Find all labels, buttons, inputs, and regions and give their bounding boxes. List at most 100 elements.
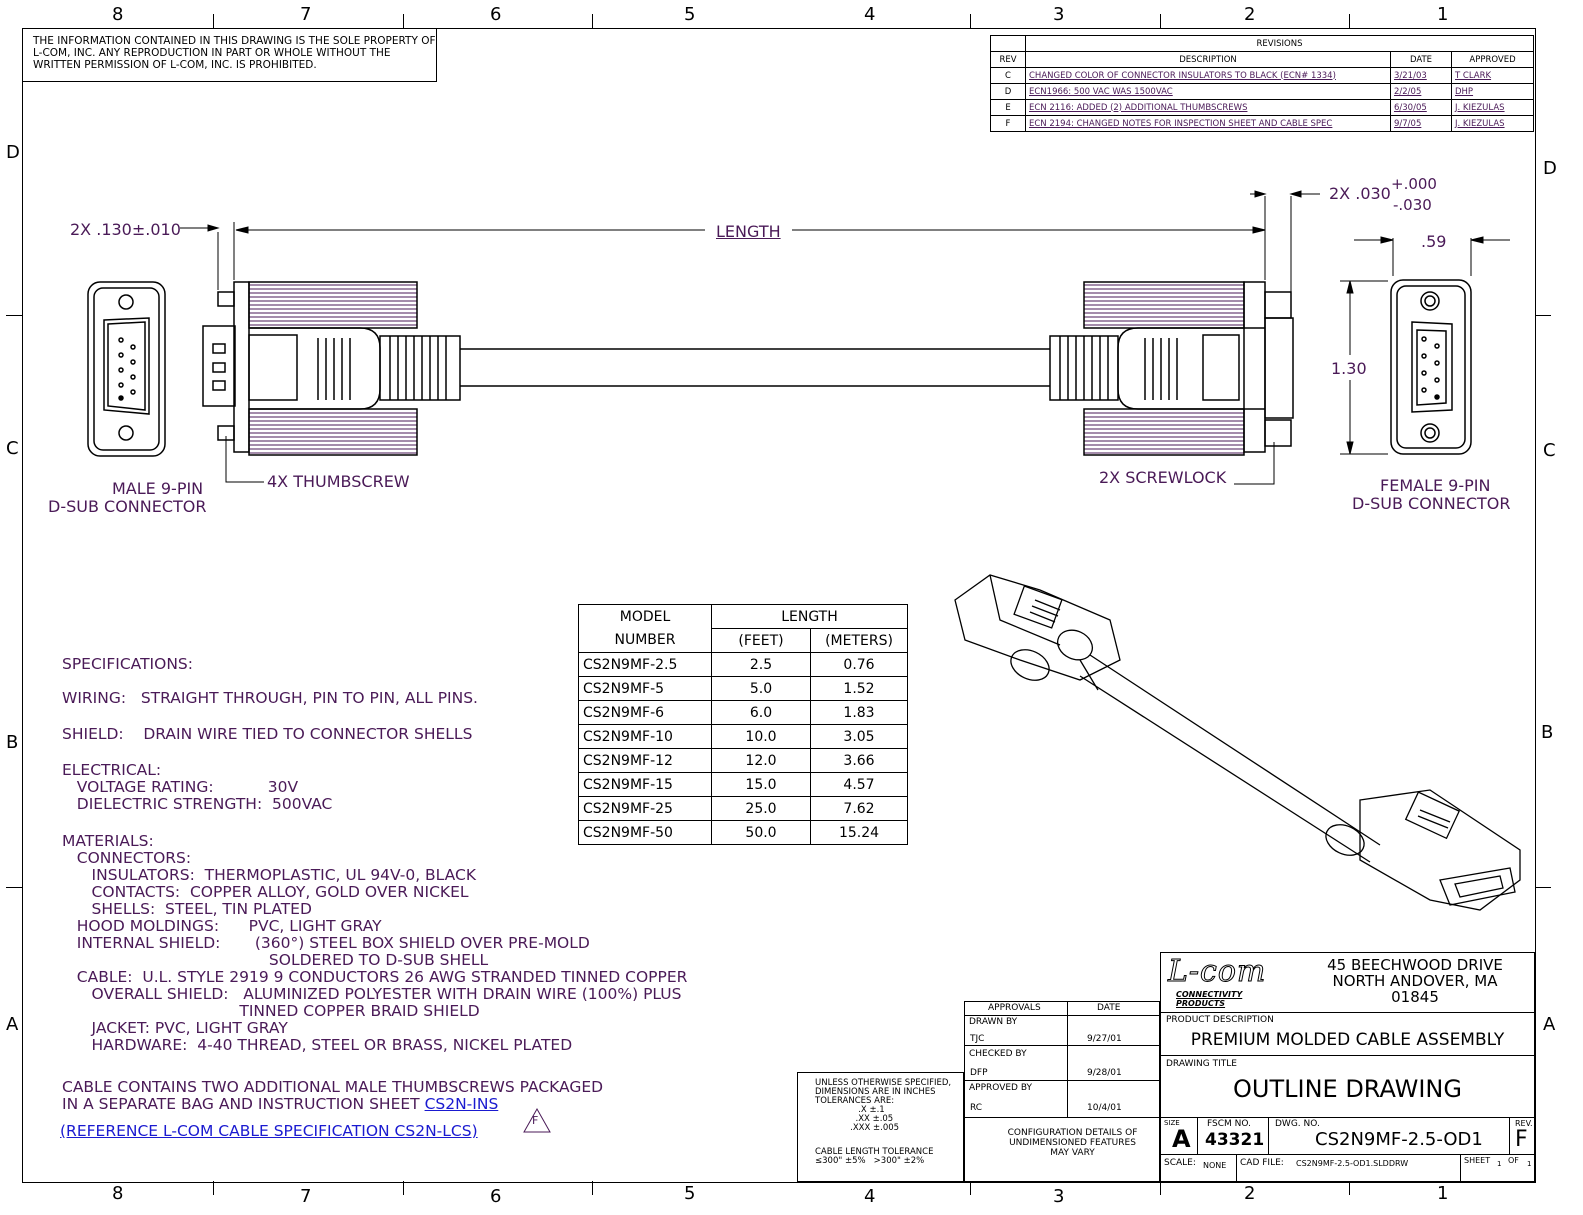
scale-value: NONE bbox=[1203, 1161, 1227, 1170]
tolerance-box bbox=[797, 1072, 964, 1182]
fscm-number: 43321 bbox=[1205, 1130, 1265, 1150]
meters-header: (METERS) bbox=[810, 628, 908, 653]
revision-approver: T CLARK bbox=[1451, 67, 1534, 84]
zone-col-4: 4 bbox=[864, 1186, 876, 1207]
cable-tolerance-note: CABLE LENGTH TOLERANCE ≤300" ±5% >300" ±… bbox=[815, 1147, 934, 1166]
female-connector-front-view bbox=[1390, 279, 1472, 455]
feet-header: (FEET) bbox=[711, 628, 811, 653]
length-feet: 25.0 bbox=[711, 796, 811, 821]
drawing-frame bbox=[22, 28, 1536, 1183]
fscm-label: FSCM NO. bbox=[1207, 1119, 1251, 1129]
zone-row-b: B bbox=[1541, 722, 1554, 743]
revision-flag-icon bbox=[523, 1107, 551, 1133]
zone-col-1: 1 bbox=[1437, 1183, 1449, 1204]
drawing-title-label: DRAWING TITLE bbox=[1166, 1059, 1237, 1069]
spec-electrical: ELECTRICAL: VOLTAGE RATING: 30V DIELECTR… bbox=[62, 761, 333, 813]
dwg-number-label: DWG. NO. bbox=[1275, 1119, 1320, 1129]
revisions-table: REVISIONS REV DESCRIPTION DATE APPROVED … bbox=[990, 35, 1534, 132]
revision-letter: F bbox=[1515, 1127, 1528, 1152]
length-feet: 2.5 bbox=[711, 652, 811, 677]
revision-row: E ECN 2116: ADDED (2) ADDITIONAL THUMBSC… bbox=[990, 99, 1534, 116]
zone-tick bbox=[403, 14, 404, 28]
dim-right-tol-plus: +.000 bbox=[1391, 175, 1437, 193]
proprietary-notice: THE INFORMATION CONTAINED IN THIS DRAWIN… bbox=[23, 29, 437, 82]
zone-col-6: 6 bbox=[490, 4, 502, 25]
zone-tick bbox=[1160, 14, 1161, 28]
approvals-row-line bbox=[964, 1117, 1160, 1118]
drawn-date: 9/27/01 bbox=[1087, 1034, 1122, 1044]
length-feet: 12.0 bbox=[711, 748, 811, 773]
title-block-line bbox=[1160, 1154, 1535, 1155]
female-connector-label: D-SUB CONNECTOR bbox=[1352, 494, 1511, 513]
drawing-number: CS2N9MF-2.5-OD1 bbox=[1315, 1129, 1483, 1150]
sheet-total: 1 bbox=[1527, 1160, 1532, 1168]
title-block-divider bbox=[1236, 1154, 1237, 1182]
company-address: 45 BEECHWOOD DRIVE NORTH ANDOVER, MA 018… bbox=[1327, 956, 1503, 1006]
zone-tick bbox=[1160, 1181, 1161, 1195]
spec-shield: SHIELD: DRAIN WIRE TIED TO CONNECTOR SHE… bbox=[62, 725, 473, 743]
configuration-note: CONFIGURATION DETAILS OF UNDIMENSIONED F… bbox=[1007, 1128, 1138, 1158]
zone-tick bbox=[1349, 1181, 1350, 1195]
dim-left-thickness: 2X .130±.010 bbox=[70, 220, 181, 239]
length-header: LENGTH bbox=[711, 604, 908, 629]
size-label: SIZE bbox=[1164, 1119, 1180, 1127]
zone-col-8: 8 bbox=[112, 4, 124, 25]
of-label: OF bbox=[1508, 1156, 1519, 1165]
zone-row-b: B bbox=[6, 732, 19, 753]
product-description-label: PRODUCT DESCRIPTION bbox=[1166, 1015, 1274, 1025]
model-number: CS2N9MF-25 bbox=[578, 796, 712, 821]
revision-row: C CHANGED COLOR OF CONNECTOR INSULATORS … bbox=[990, 67, 1534, 84]
title-block-divider bbox=[1197, 1117, 1198, 1154]
zone-row-d: D bbox=[1543, 158, 1557, 179]
approvals-box bbox=[964, 1001, 1160, 1182]
sheet-label: SHEET bbox=[1464, 1156, 1491, 1165]
zone-tick bbox=[1535, 887, 1551, 888]
length-meters: 0.76 bbox=[810, 652, 908, 677]
zone-tick bbox=[970, 1181, 971, 1195]
spec-materials: MATERIALS: CONNECTORS: INSULATORS: THERM… bbox=[62, 832, 688, 1054]
date-label: DATE bbox=[1097, 1003, 1121, 1013]
number-header: NUMBER bbox=[578, 628, 712, 653]
zone-row-a: A bbox=[6, 1014, 19, 1035]
drawing-size: A bbox=[1172, 1125, 1191, 1153]
model-number: CS2N9MF-5 bbox=[578, 676, 712, 701]
company-logo: L-com bbox=[1167, 954, 1267, 990]
zone-row-a: A bbox=[1543, 1014, 1556, 1035]
tolerances-note: UNLESS OTHERWISE SPECIFIED, DIMENSIONS A… bbox=[815, 1078, 952, 1133]
instruction-sheet-link[interactable]: CS2N-INS bbox=[424, 1095, 499, 1113]
cable-spec-link[interactable]: (REFERENCE L-COM CABLE SPECIFICATION CS2… bbox=[60, 1122, 478, 1140]
model-number: CS2N9MF-10 bbox=[578, 724, 712, 749]
zone-tick bbox=[970, 14, 971, 28]
drawn-by-label: DRAWN BY bbox=[969, 1017, 1018, 1027]
left-connector-side-view bbox=[202, 281, 461, 456]
screwlock-callout: 2X SCREWLOCK bbox=[1099, 468, 1227, 487]
zone-tick bbox=[1349, 14, 1350, 28]
scale-label: SCALE: bbox=[1164, 1158, 1196, 1168]
title-block-divider bbox=[1509, 1117, 1510, 1154]
revision-approver: J. KIEZULAS bbox=[1451, 115, 1534, 132]
male-connector-label: MALE 9-PIN bbox=[112, 479, 204, 498]
product-description: PREMIUM MOLDED CABLE ASSEMBLY bbox=[1190, 1030, 1505, 1050]
revision-flag-letter: F bbox=[532, 1114, 539, 1127]
zone-col-3: 3 bbox=[1053, 1186, 1065, 1207]
model-number: CS2N9MF-12 bbox=[578, 748, 712, 773]
company-logo-sub: CONNECTIVITY PRODUCTS bbox=[1176, 990, 1243, 1008]
zone-col-4: 4 bbox=[864, 4, 876, 25]
approvals-divider bbox=[1067, 1001, 1068, 1117]
male-connector-front-view bbox=[87, 281, 166, 457]
rev-label: REV. bbox=[1515, 1119, 1533, 1128]
zone-col-6: 6 bbox=[490, 1186, 502, 1207]
approvals-row-line bbox=[964, 1080, 1160, 1081]
zone-tick bbox=[6, 315, 22, 316]
dim-width: .59 bbox=[1421, 232, 1447, 251]
length-feet: 5.0 bbox=[711, 676, 811, 701]
zone-tick bbox=[403, 1181, 404, 1195]
title-block-divider bbox=[1268, 1117, 1269, 1154]
